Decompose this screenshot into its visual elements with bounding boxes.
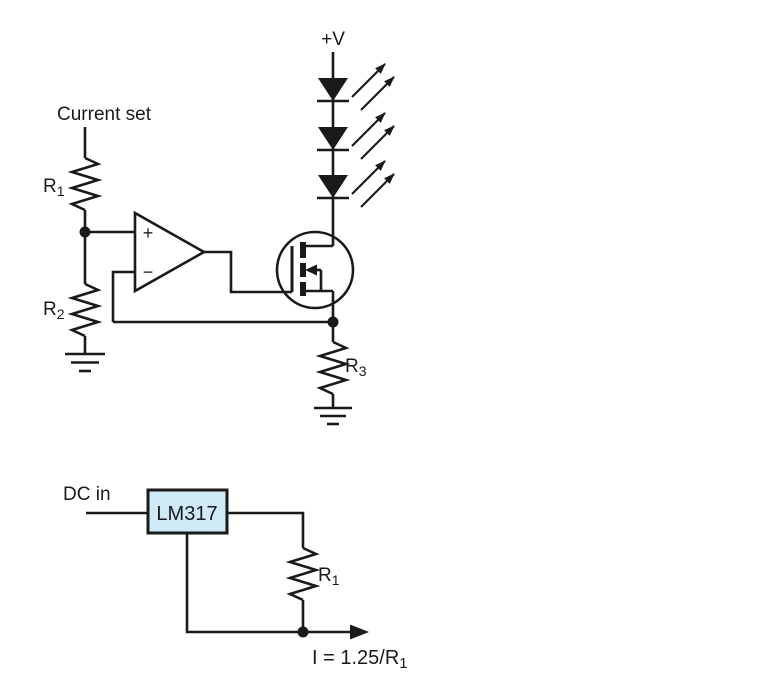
ground-symbol (314, 406, 352, 426)
arrow-head (350, 624, 369, 640)
output-wire (227, 511, 305, 548)
led-2 (317, 112, 395, 160)
opamp-plus-sign: + (143, 223, 154, 243)
mosfet-symbol (275, 230, 355, 310)
lm317-current-source-circuit: DC in LM317 R1 I = 1.25/R1 (63, 484, 408, 672)
current-formula: I = 1.25/R1 (312, 647, 408, 672)
lm317-box (146, 488, 229, 535)
led-driver-circuit: +V (43, 29, 395, 426)
resistor-r1-label: R1 (318, 565, 340, 588)
resistor-r2-label: R2 (43, 299, 65, 322)
mosfet-body-circle (275, 230, 355, 310)
lm317-label: LM317 (156, 503, 217, 525)
light-emission-arrow (360, 173, 395, 208)
resistor-r3-label: R3 (345, 356, 367, 379)
led-diode-symbol (318, 127, 348, 150)
led-3 (317, 160, 395, 208)
light-emission-arrow (360, 76, 395, 111)
junction-dot (327, 316, 339, 328)
current-set-label: Current set (57, 104, 152, 125)
dc-in-label: DC in (63, 484, 111, 505)
inverting-input-wire (111, 270, 135, 322)
light-emission-arrow (360, 125, 395, 160)
light-emission-arrow (351, 160, 386, 195)
resistor-r3-symbol (315, 340, 351, 396)
light-emission-arrow (351, 112, 386, 147)
supply-voltage-label: +V (321, 29, 345, 50)
resistor-r1-symbol (285, 546, 321, 602)
opamp-symbol: + − (133, 210, 207, 294)
led-diode-symbol (318, 78, 348, 101)
mosfet-arrow (305, 264, 317, 276)
adjust-wire (185, 533, 303, 634)
output-current-arrow (303, 624, 369, 640)
led-diode-symbol (318, 175, 348, 198)
opamp-triangle (133, 210, 207, 294)
resistor-r1-symbol (67, 156, 103, 212)
light-emission-arrow (351, 63, 386, 98)
led-string (317, 63, 395, 208)
resistor-r1-label: R1 (43, 176, 65, 199)
resistor-r2-symbol (67, 282, 103, 338)
opamp-minus-sign: − (143, 262, 154, 282)
gate-drive-wire (204, 250, 292, 294)
led-1 (317, 63, 395, 111)
ground-symbol (65, 352, 105, 373)
